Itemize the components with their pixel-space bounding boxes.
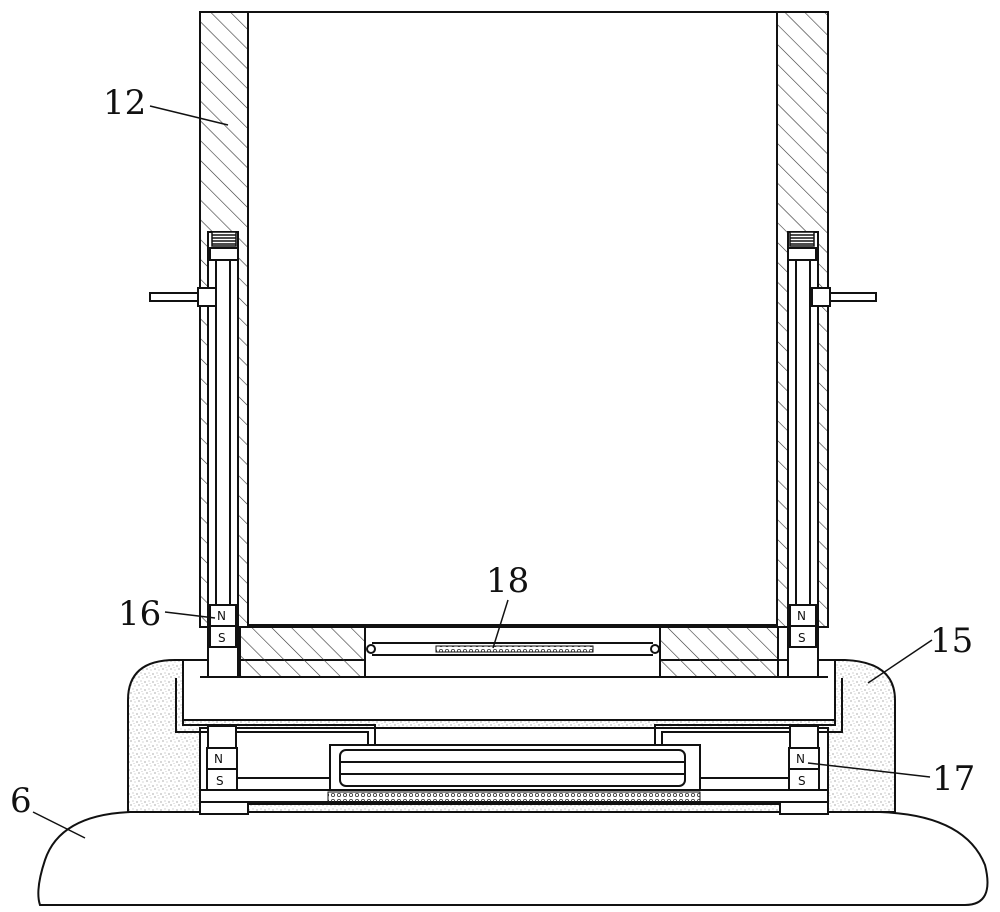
label-16: 16 (118, 594, 161, 634)
magnet-s-lower-right: S (798, 774, 806, 788)
magnet-s-upper-right: S (798, 631, 806, 645)
container-bottom-right (659, 626, 779, 678)
magnet-s-upper-left: S (218, 631, 226, 645)
label-15: 15 (930, 621, 973, 661)
rail-right (654, 672, 836, 745)
label-6: 6 (10, 781, 32, 821)
magnet-n-upper-left: N (217, 609, 226, 623)
base-6 (37, 811, 989, 906)
magnet-n-lower-left: N (214, 752, 223, 766)
leader-17 (807, 762, 931, 778)
rail-left (182, 672, 376, 745)
spring-right (789, 231, 815, 247)
leader-15 (867, 639, 933, 684)
label-17: 17 (932, 759, 975, 799)
leader-16 (164, 611, 216, 619)
bellows (339, 749, 686, 787)
container-interior (247, 11, 778, 626)
container-bottom-left (239, 626, 366, 678)
leader-6 (32, 811, 86, 839)
leader-12 (149, 105, 229, 126)
leader-18 (492, 599, 509, 649)
magnet-n-upper-right: N (797, 609, 806, 623)
label-18: 18 (486, 561, 529, 601)
pin-left (149, 292, 201, 302)
label-12: 12 (103, 83, 146, 123)
pin-right (827, 292, 877, 302)
spring-left (211, 231, 237, 247)
magnet-s-lower-left: S (216, 774, 224, 788)
magnet-n-lower-right: N (796, 752, 805, 766)
